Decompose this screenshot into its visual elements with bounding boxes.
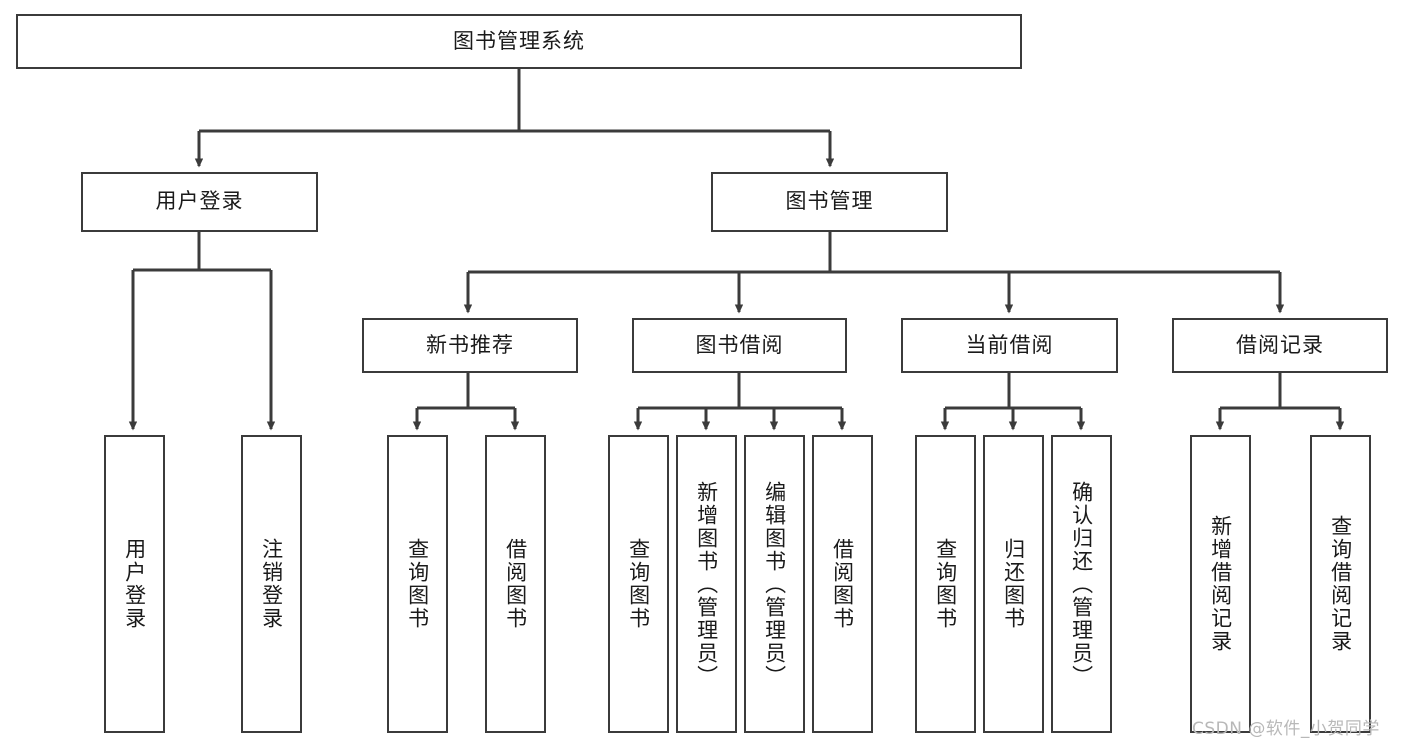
- leaf-query-book-new[interactable]: 查询图书: [387, 435, 448, 733]
- csdn-watermark: CSDN @软件_小贺同学: [1192, 719, 1380, 739]
- node-user-login[interactable]: 用户登录: [81, 172, 318, 232]
- leaf-query-book-new-label: 查询图书: [405, 538, 430, 630]
- leaf-return-book-label: 归还图书: [1001, 538, 1026, 630]
- leaf-borrow-book-label: 借阅图书: [830, 538, 855, 630]
- leaf-logout-label: 注销登录: [259, 538, 284, 630]
- node-book-borrow-label: 图书借阅: [695, 332, 784, 357]
- leaf-confirm-return-admin[interactable]: 确认归还（管理员）: [1051, 435, 1112, 733]
- leaf-borrow-book-new-label: 借阅图书: [503, 538, 528, 630]
- leaf-add-borrow-record-label: 新增借阅记录: [1208, 515, 1233, 653]
- leaf-query-book-borrow[interactable]: 查询图书: [608, 435, 669, 733]
- node-borrow-records[interactable]: 借阅记录: [1172, 318, 1388, 373]
- node-book-management-label: 图书管理: [785, 189, 874, 214]
- node-user-login-label: 用户登录: [155, 189, 244, 214]
- leaf-add-borrow-record[interactable]: 新增借阅记录: [1190, 435, 1251, 733]
- node-book-management[interactable]: 图书管理: [711, 172, 948, 232]
- leaf-add-book-admin[interactable]: 新增图书（管理员）: [676, 435, 737, 733]
- node-root-label: 图书管理系统: [453, 28, 585, 53]
- leaf-edit-book-admin[interactable]: 编辑图书（管理员）: [744, 435, 805, 733]
- leaf-logout[interactable]: 注销登录: [241, 435, 302, 733]
- leaf-query-borrow-record[interactable]: 查询借阅记录: [1310, 435, 1371, 733]
- leaf-borrow-book-new[interactable]: 借阅图书: [485, 435, 546, 733]
- leaf-user-login[interactable]: 用户登录: [104, 435, 165, 733]
- node-root[interactable]: 图书管理系统: [16, 14, 1022, 69]
- leaf-query-book-current[interactable]: 查询图书: [915, 435, 976, 733]
- leaf-query-book-borrow-label: 查询图书: [626, 538, 651, 630]
- leaf-return-book[interactable]: 归还图书: [983, 435, 1044, 733]
- leaf-confirm-return-admin-label: 确认归还（管理员）: [1069, 480, 1094, 688]
- node-new-book-recommend[interactable]: 新书推荐: [362, 318, 578, 373]
- node-book-borrow[interactable]: 图书借阅: [632, 318, 847, 373]
- leaf-query-borrow-record-label: 查询借阅记录: [1328, 515, 1353, 653]
- node-borrow-records-label: 借阅记录: [1236, 332, 1324, 357]
- leaf-add-book-admin-label: 新增图书（管理员）: [694, 480, 719, 688]
- leaf-borrow-book[interactable]: 借阅图书: [812, 435, 873, 733]
- leaf-user-login-label: 用户登录: [122, 538, 147, 630]
- leaf-edit-book-admin-label: 编辑图书（管理员）: [762, 480, 787, 688]
- node-current-borrow[interactable]: 当前借阅: [901, 318, 1118, 373]
- leaf-query-book-current-label: 查询图书: [933, 538, 958, 630]
- node-new-book-recommend-label: 新书推荐: [426, 332, 514, 357]
- node-current-borrow-label: 当前借阅: [965, 332, 1054, 357]
